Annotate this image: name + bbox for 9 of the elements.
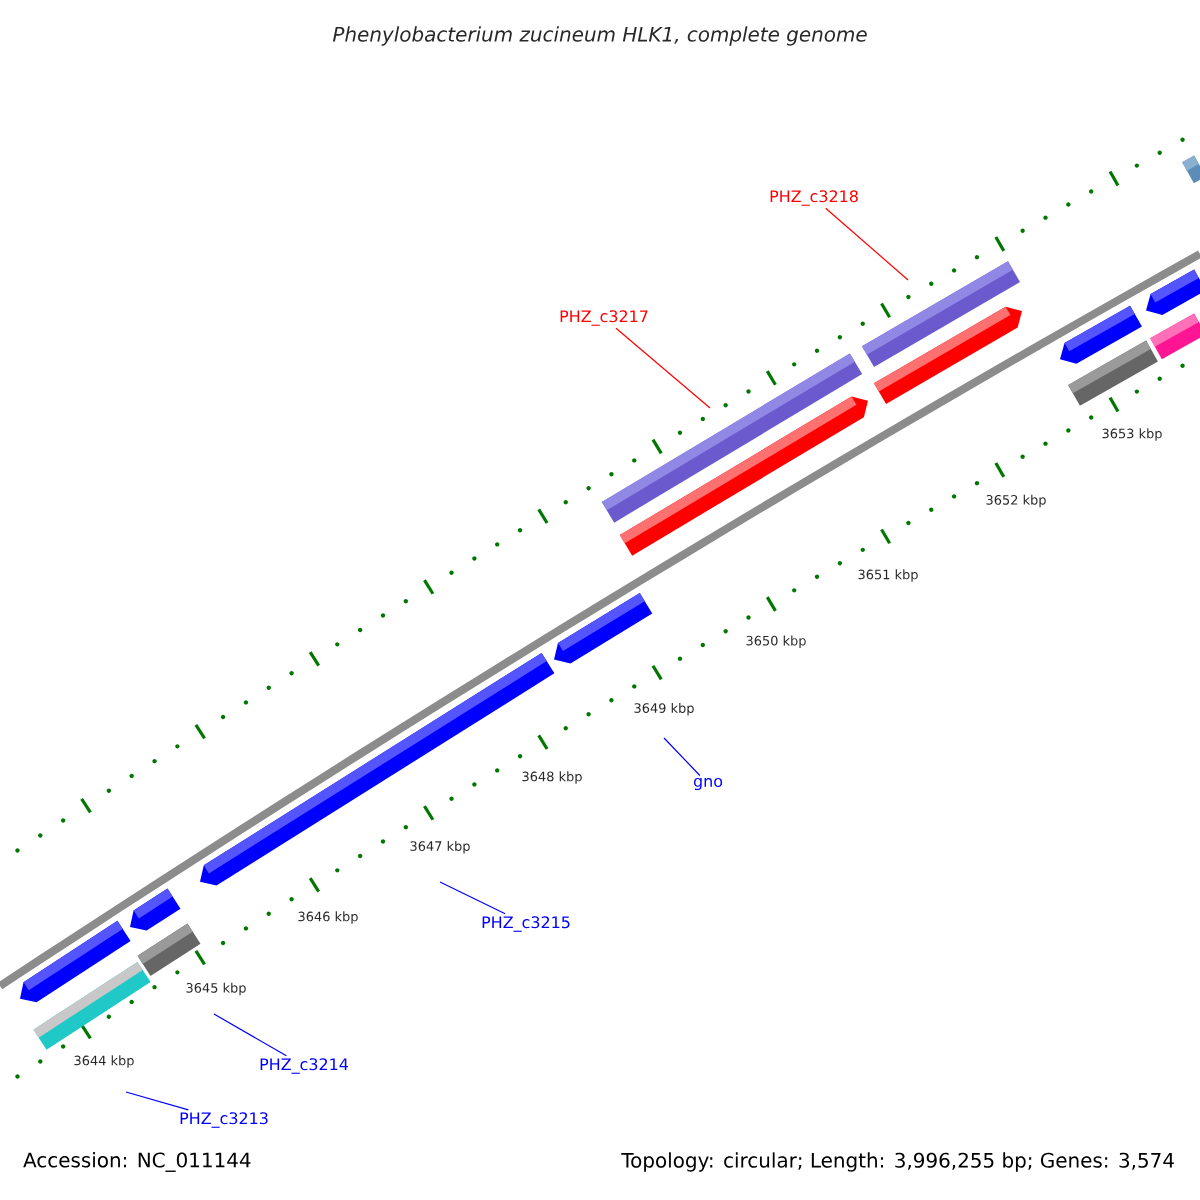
title: Phenylobacterium zucineum HLK1, complete genome [332,26,867,46]
leader-line [439,881,506,915]
accession-text: Accession: NC_011144 [23,1152,251,1172]
leader-line [825,207,909,281]
leader-line [125,1091,189,1111]
leader-line [213,1013,287,1057]
leader-line [663,737,701,777]
genome-info-text: Topology: circular; Length: 3,996,255 bp; Genes: 3,574 [621,1152,1174,1172]
leader-line [615,327,711,409]
